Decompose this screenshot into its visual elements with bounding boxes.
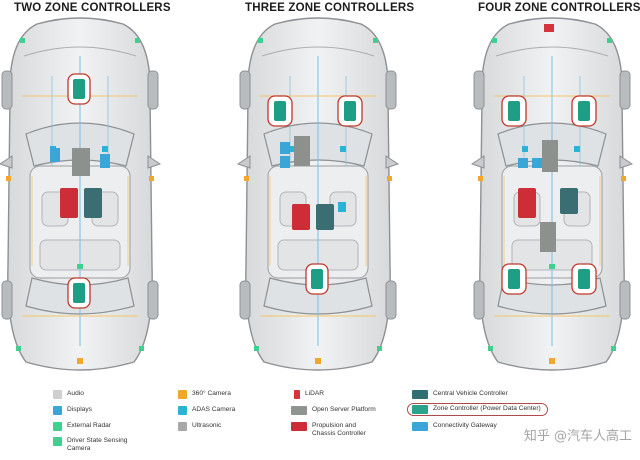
legend-swatch bbox=[291, 406, 307, 415]
title-two-zone: TWO ZONE CONTROLLERS bbox=[14, 2, 171, 14]
legend-item: LiDAR bbox=[294, 390, 324, 399]
legend-label: External Radar bbox=[67, 422, 111, 429]
legend-label: Driver State Sensing Camera bbox=[67, 437, 128, 452]
legend-swatch bbox=[412, 422, 428, 431]
legend-swatch bbox=[412, 405, 428, 414]
legend-swatch bbox=[412, 390, 428, 399]
legend-item: Propulsion and Chassis Controller bbox=[291, 422, 376, 437]
legend-swatch bbox=[53, 390, 62, 399]
legend-item: Open Server Platform bbox=[291, 406, 376, 415]
legend-label: Open Server Platform bbox=[312, 406, 376, 413]
legend-label: Propulsion and Chassis Controller bbox=[312, 422, 366, 437]
legend-swatch bbox=[178, 390, 187, 399]
legend: Audio Displays External Radar Driver Sta… bbox=[0, 386, 640, 460]
legend-swatch bbox=[53, 406, 62, 415]
legend-item: Driver State Sensing Camera bbox=[53, 437, 139, 452]
legend-label: Connectivity Gateway bbox=[433, 422, 497, 429]
legend-swatch bbox=[294, 390, 300, 399]
watermark: 知乎 @汽车人高工 bbox=[523, 429, 632, 444]
legend-swatch bbox=[178, 422, 187, 431]
legend-swatch bbox=[178, 406, 187, 415]
legend-swatch bbox=[53, 422, 62, 431]
legend-label: Audio bbox=[67, 390, 84, 397]
legend-item: Displays bbox=[53, 406, 92, 415]
legend-item: Ultrasonic bbox=[178, 422, 221, 431]
legend-swatch bbox=[53, 437, 62, 446]
legend-label: Displays bbox=[67, 406, 92, 413]
title-three-zone: THREE ZONE CONTROLLERS bbox=[245, 2, 415, 14]
vehicle-four-zone bbox=[471, 17, 633, 371]
legend-item: Connectivity Gateway bbox=[412, 422, 497, 431]
legend-item: 360° Camera bbox=[178, 390, 231, 399]
legend-item: Central Vehicle Controller bbox=[412, 390, 508, 399]
legend-label: 360° Camera bbox=[192, 390, 231, 397]
legend-label: Zone Controller (Power Data Center) bbox=[433, 405, 541, 412]
legend-label: Ultrasonic bbox=[192, 422, 222, 429]
title-four-zone: FOUR ZONE CONTROLLERS bbox=[478, 2, 640, 14]
vehicle-architecture-diagram bbox=[0, 17, 633, 371]
legend-label: LiDAR bbox=[305, 390, 325, 397]
legend-label: ADAS Camera bbox=[192, 406, 236, 413]
legend-label: Central Vehicle Controller bbox=[433, 390, 508, 397]
legend-item: External Radar bbox=[53, 422, 111, 431]
legend-item: ADAS Camera bbox=[178, 406, 235, 415]
legend-item-highlighted: Zone Controller (Power Data Center) bbox=[407, 403, 548, 416]
vehicle-three-zone bbox=[237, 17, 399, 371]
legend-item: Audio bbox=[53, 390, 84, 399]
vehicle-two-zone bbox=[0, 17, 161, 371]
legend-swatch bbox=[291, 422, 307, 431]
